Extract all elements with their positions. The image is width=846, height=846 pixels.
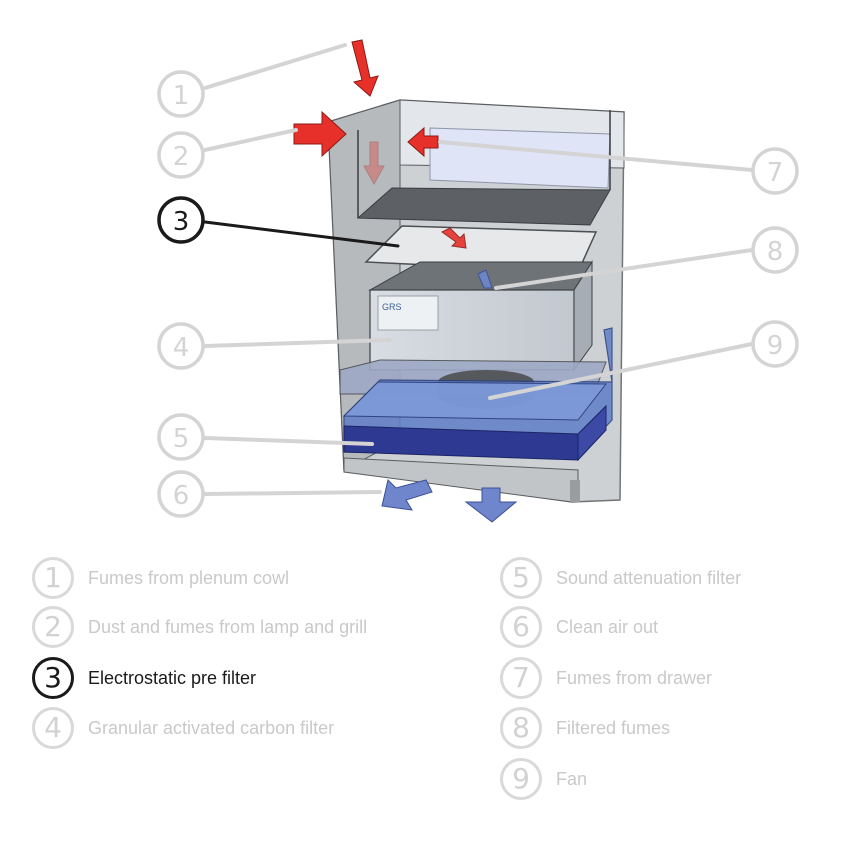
callout-9: 9 xyxy=(751,320,799,368)
callout-6: 6 xyxy=(157,470,205,518)
leader-lines xyxy=(203,43,754,496)
svg-text:4: 4 xyxy=(173,333,190,363)
legend-number: 5 xyxy=(500,557,542,599)
legend-number: 3 xyxy=(32,657,74,699)
legend-item-5: 5 Sound attenuation filter xyxy=(500,556,741,600)
legend-label: Electrostatic pre filter xyxy=(88,667,257,688)
arrow-down-icon xyxy=(464,487,518,523)
legend-label: Clean air out xyxy=(556,616,659,637)
legend-label: Sound attenuation filter xyxy=(556,567,742,588)
legend-item-3: 3 Electrostatic pre filter xyxy=(32,656,256,700)
legend-label: Fumes from drawer xyxy=(556,667,713,688)
callout-2: 2 xyxy=(157,131,205,179)
arrow-faded-down-icon xyxy=(363,141,385,186)
callout-1: 1 xyxy=(157,70,205,118)
cabinet-base xyxy=(343,457,580,503)
legend-number: 8 xyxy=(500,707,542,749)
legend-number: 9 xyxy=(500,758,542,800)
svg-text:2: 2 xyxy=(173,142,190,172)
legend-item-4: 4 Granular activated carbon filter xyxy=(32,706,334,750)
svg-text:3: 3 xyxy=(173,207,190,237)
svg-text:5: 5 xyxy=(173,424,190,454)
legend-label: Dust and fumes from lamp and grill xyxy=(88,616,368,637)
callout-4: 4 xyxy=(157,322,205,370)
legend-label: Granular activated carbon filter xyxy=(88,717,335,738)
legend-item-8: 8 Filtered fumes xyxy=(500,706,670,750)
legend-label: Fumes from plenum cowl xyxy=(88,567,290,588)
unit-logo: GRS xyxy=(382,302,402,312)
callout-7: 7 xyxy=(751,147,799,195)
red-airflow-arrows xyxy=(293,39,467,249)
legend-item-1: 1 Fumes from plenum cowl xyxy=(32,556,289,600)
svg-text:1: 1 xyxy=(173,81,190,111)
legend-number: 1 xyxy=(32,557,74,599)
callout-5: 5 xyxy=(157,413,205,461)
legend-label: Filtered fumes xyxy=(556,717,671,738)
svg-text:9: 9 xyxy=(767,331,784,361)
blue-airflow-arrows xyxy=(381,269,518,523)
legend-item-7: 7 Fumes from drawer xyxy=(500,656,712,700)
legend-item-9: 9 Fan xyxy=(500,757,587,801)
arrow-down-icon xyxy=(351,39,379,97)
arrow-filtered-icon xyxy=(477,269,493,289)
filter-unit-diagram: GRS xyxy=(157,39,799,523)
callout-3: 3 xyxy=(157,196,205,244)
legend-number: 6 xyxy=(500,606,542,648)
arrow-down-left-icon xyxy=(381,479,433,511)
legend-number: 7 xyxy=(500,657,542,699)
legend-item-6: 6 Clean air out xyxy=(500,605,658,649)
svg-text:6: 6 xyxy=(173,481,190,511)
arrow-right-icon xyxy=(293,110,347,158)
svg-text:8: 8 xyxy=(767,237,784,267)
sound-attenuation-filter xyxy=(342,327,613,462)
legend-label: Fan xyxy=(556,768,588,789)
arrow-diagonal-icon xyxy=(441,227,467,249)
arrow-left-icon xyxy=(407,126,439,158)
callout-8: 8 xyxy=(751,226,799,274)
legend-number: 2 xyxy=(32,606,74,648)
svg-text:7: 7 xyxy=(767,158,784,188)
legend-item-2: 2 Dust and fumes from lamp and grill xyxy=(32,605,367,649)
legend-number: 4 xyxy=(32,707,74,749)
